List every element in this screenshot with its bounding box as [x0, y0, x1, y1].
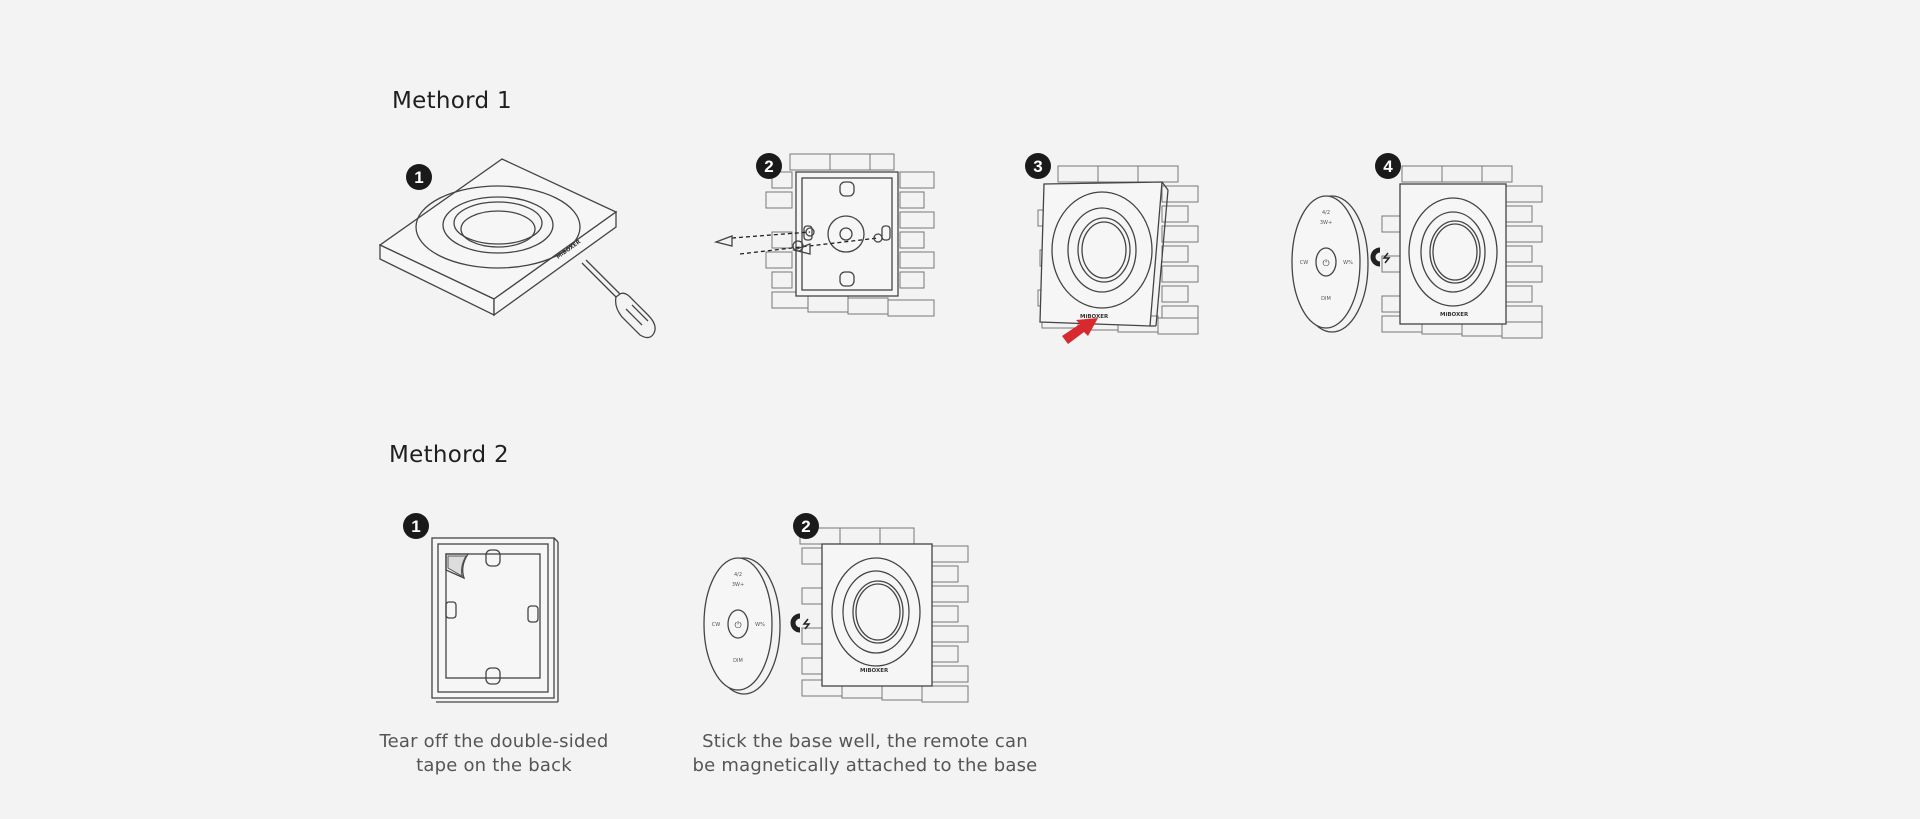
svg-text:3: 3	[1033, 157, 1042, 176]
svg-text:MiBOXER: MiBOXER	[1440, 312, 1469, 318]
svg-text:4/2: 4/2	[734, 572, 742, 578]
svg-text:4/2: 4/2	[1322, 210, 1330, 216]
svg-text:W%: W%	[1343, 260, 1353, 266]
method1-step2-illustration: 2	[710, 150, 935, 330]
wall-base-plate	[795, 171, 899, 297]
svg-text:CW: CW	[1300, 260, 1308, 266]
step-badge-1: 1	[406, 164, 432, 190]
caption-line: Stick the base well, the remote can	[702, 731, 1028, 752]
base-plate-with-tape	[431, 537, 559, 703]
push-arrow-icon	[1062, 318, 1098, 344]
switch-panel: MiBOXER	[821, 543, 933, 687]
svg-text:2: 2	[801, 517, 810, 536]
magnet-icon	[790, 613, 811, 633]
method2-step1-caption: Tear off the double-sided tape on the ba…	[364, 730, 624, 778]
power-icon: ⏻	[1322, 258, 1329, 268]
method1-step1-illustration: 1 MiBOXER	[370, 155, 670, 345]
svg-text:1: 1	[414, 168, 423, 187]
svg-text:DIM: DIM	[1321, 296, 1331, 302]
method2-step2-illustration: MiBOXER ⏻ 3W+ 4/2 CW W% DIM 2	[703, 508, 976, 718]
method2-step1-illustration: 1	[398, 508, 568, 708]
remote-control: ⏻ 3W+ 4/2 CW W% DIM	[1291, 195, 1369, 333]
method1-heading: Methord 1	[392, 88, 512, 114]
method2-step2-caption: Stick the base well, the remote can be m…	[680, 730, 1050, 778]
caption-line: be magnetically attached to the base	[692, 755, 1038, 776]
badge-step-1: 1	[403, 513, 429, 539]
svg-text:2: 2	[764, 157, 773, 176]
caption-line: tape on the back	[416, 755, 572, 776]
remote-control: ⏻ 3W+ 4/2 CW W% DIM	[703, 557, 781, 695]
brick-wall	[1381, 165, 1543, 339]
magnet-icon	[1370, 247, 1391, 267]
svg-text:MiBOXER: MiBOXER	[1080, 314, 1109, 320]
screw-icon	[713, 227, 883, 255]
svg-text:DIM: DIM	[733, 658, 743, 664]
svg-text:MiBOXER: MiBOXER	[860, 668, 889, 674]
method1-step3-illustration: MiBOXER 3	[1022, 150, 1222, 350]
badge-step-4: 4	[1375, 153, 1401, 179]
svg-text:W%: W%	[755, 622, 765, 628]
svg-text:CW: CW	[712, 622, 720, 628]
svg-text:3W+: 3W+	[732, 582, 744, 588]
svg-text:4: 4	[1383, 157, 1393, 176]
badge-step-2: 2	[793, 513, 819, 539]
method2-heading: Methord 2	[389, 442, 509, 468]
brick-wall	[765, 153, 935, 317]
power-icon: ⏻	[734, 620, 741, 630]
screwdriver-icon	[581, 259, 656, 339]
svg-text:1: 1	[411, 517, 420, 536]
svg-text:3W+: 3W+	[1320, 220, 1332, 226]
badge-step-3: 3	[1025, 153, 1051, 179]
method1-step4-illustration: MiBOXER ⏻ 3W+ 4/2 CW W% DIM 4	[1290, 150, 1550, 350]
switch-panel: MiBOXER	[1039, 181, 1169, 327]
badge-step-2: 2	[756, 153, 782, 179]
switch-panel: MiBOXER	[1399, 183, 1507, 325]
caption-line: Tear off the double-sided	[379, 731, 609, 752]
